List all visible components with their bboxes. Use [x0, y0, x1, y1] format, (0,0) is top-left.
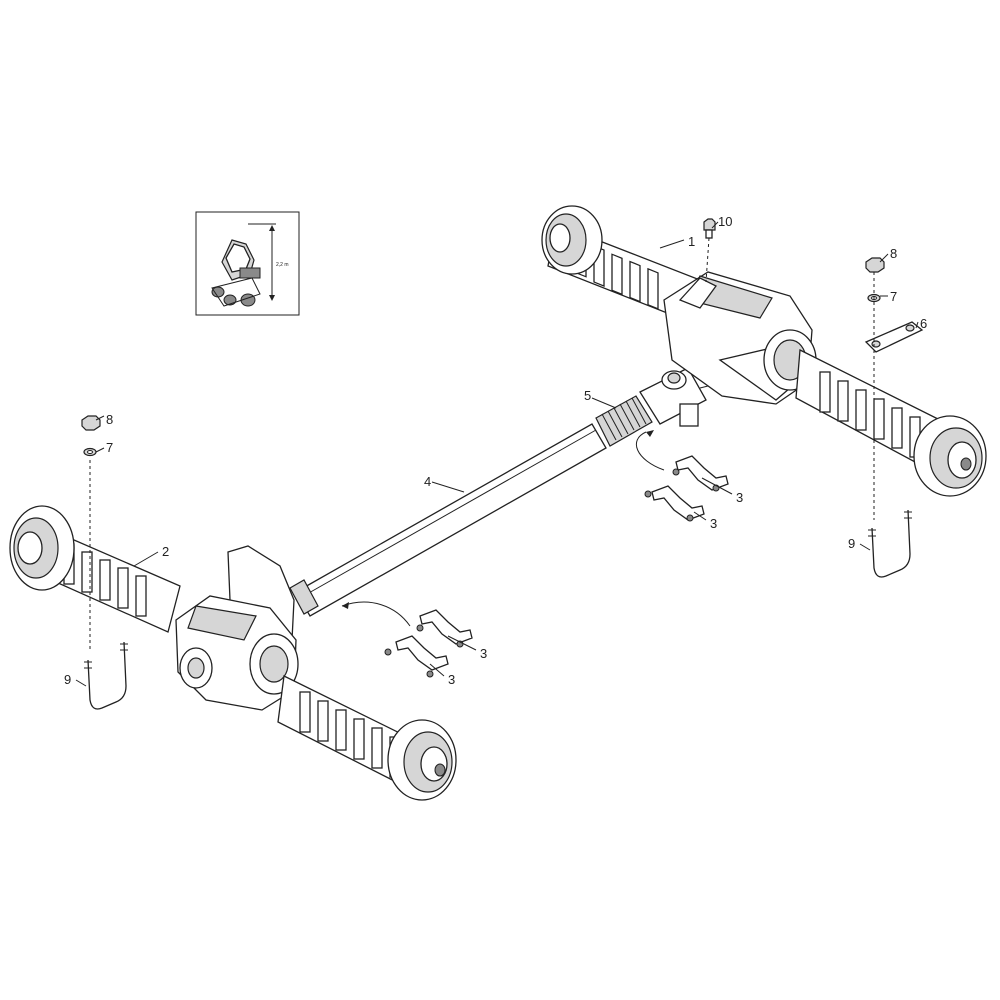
universal-joint: [639, 367, 717, 427]
shaft-bellows: [595, 395, 653, 447]
callout-7: 7: [106, 440, 113, 455]
fastener-stack-right: [865, 257, 885, 520]
callout-9: 9: [848, 536, 855, 551]
u-bolt-right: [868, 509, 912, 578]
axle-1-fins-right: [819, 371, 921, 458]
clamp-bolt: [416, 624, 424, 632]
clamp-bolt: [644, 490, 652, 498]
callout-3: 3: [448, 672, 455, 687]
drive-shaft: [289, 367, 717, 617]
callout-6: 6: [920, 316, 927, 331]
u-bolt-left: [84, 641, 128, 710]
clamp-bolt: [686, 514, 694, 522]
callout-4: 4: [424, 474, 431, 489]
fastener-stack-left: [81, 415, 101, 650]
clamp-bolt: [672, 468, 680, 476]
callout-labels: 1 2 3 3 3 3 4 5 6 7 7 8 8 9 9 10: [64, 214, 927, 687]
inset-dimension-label: 2,2 m: [276, 262, 289, 268]
clamp-set-lower: [341, 601, 473, 678]
axle-assembly-1: [541, 205, 987, 497]
machine-inset: 2,2 m: [195, 211, 300, 316]
callout-8: 8: [890, 246, 897, 261]
callout-3: 3: [710, 516, 717, 531]
callout-2: 2: [162, 544, 169, 559]
mounting-plate: [864, 321, 924, 353]
callout-5: 5: [584, 388, 591, 403]
callout-3: 3: [736, 490, 743, 505]
callout-7: 7: [890, 289, 897, 304]
callout-10: 10: [718, 214, 732, 229]
callout-9: 9: [64, 672, 71, 687]
clamp-set-upper: [635, 430, 729, 522]
axle-assembly-2: [9, 505, 457, 801]
callout-8: 8: [106, 412, 113, 427]
callout-1: 1: [688, 234, 695, 249]
callout-3: 3: [480, 646, 487, 661]
leader-lines: [75, 221, 919, 687]
clamp-bolt: [426, 670, 434, 678]
clamp-bolt: [384, 648, 392, 656]
